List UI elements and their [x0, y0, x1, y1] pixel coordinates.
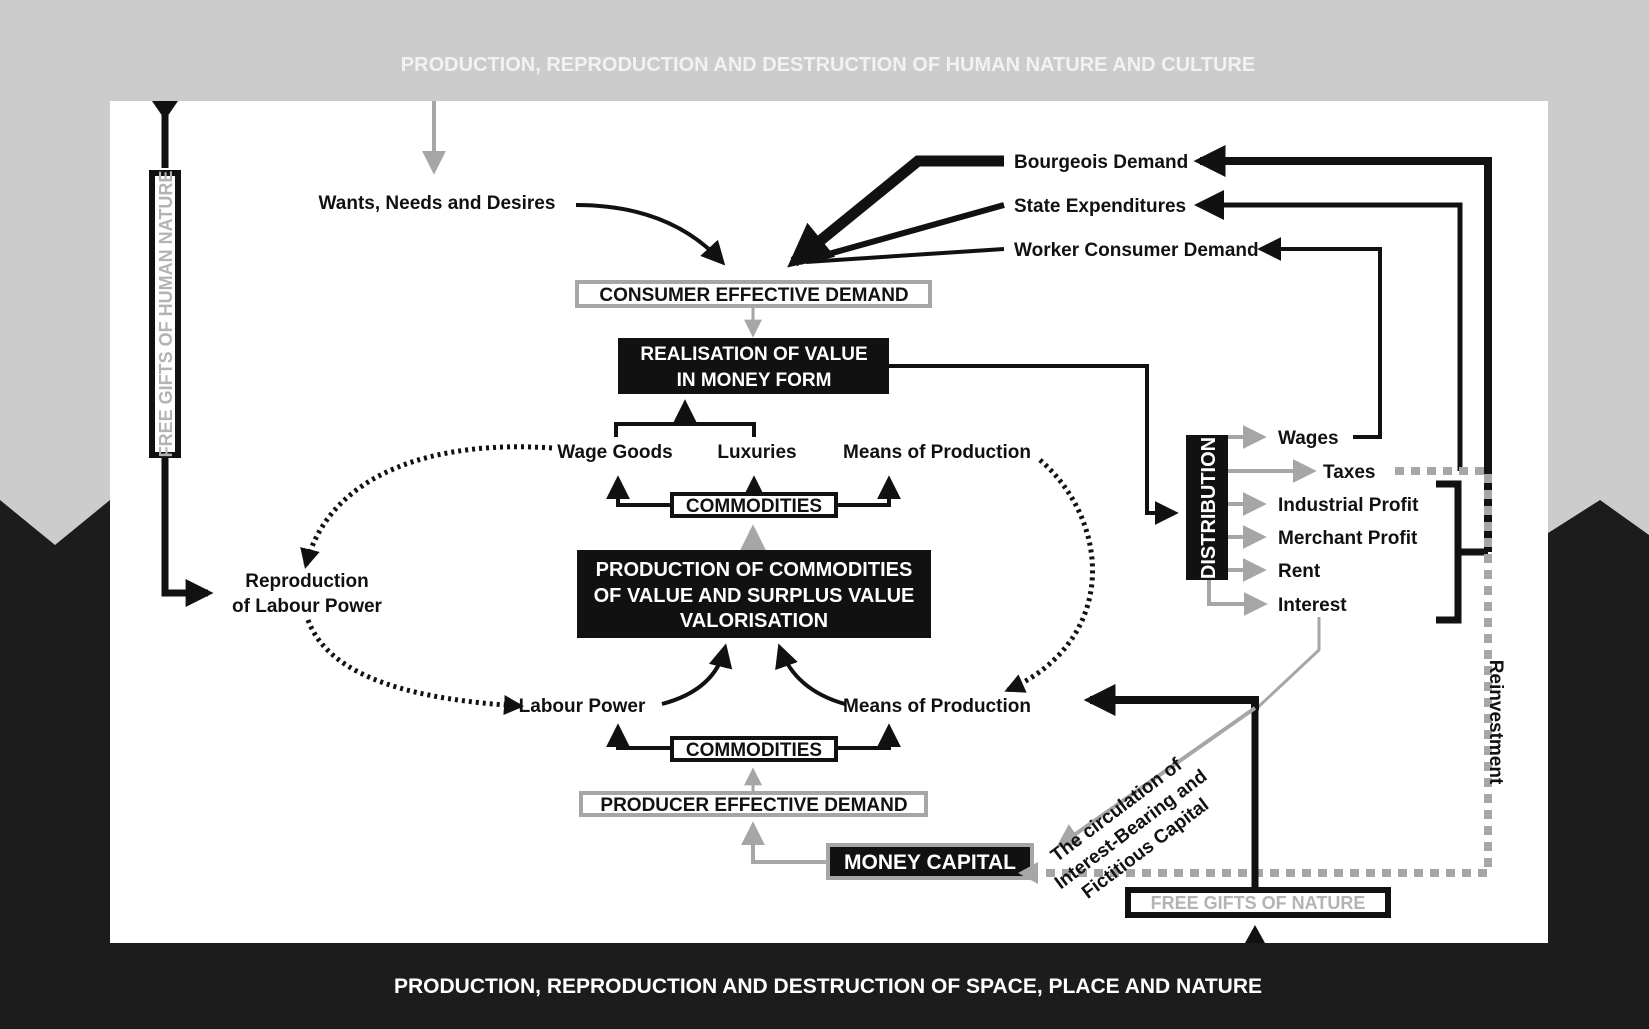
commodities-top-box: [670, 492, 838, 518]
production-line2: OF VALUE AND SURPLUS VALUE: [594, 585, 915, 607]
money-capital-label: MONEY CAPITAL: [844, 851, 1016, 874]
taxes-to-state-expenditures: [1194, 190, 1463, 471]
realisation-line2: IN MONEY FORM: [677, 370, 832, 391]
commodities-bottom-box: [670, 736, 838, 762]
wages-to-worker-demand: [1257, 237, 1382, 439]
state-to-consumer-line: [799, 202, 1005, 265]
interest-to-circulation-line: [1253, 617, 1321, 712]
dist-rent: Rent: [1278, 561, 1321, 582]
dist-taxes: Taxes: [1323, 462, 1375, 483]
commodities-to-labour-power: [606, 723, 672, 750]
labour-power-to-production: [661, 643, 733, 706]
bottom-band-title: PRODUCTION, REPRODUCTION AND DESTRUCTION…: [394, 975, 1262, 998]
dist-interest: Interest: [1278, 595, 1347, 616]
circulation-to-money-capital: [1056, 706, 1257, 848]
arrow-wants-to-demand: [575, 203, 726, 266]
distribution-label: DISTRIBUTION: [1198, 437, 1220, 579]
top-band-title: PRODUCTION, REPRODUCTION AND DESTRUCTION…: [401, 54, 1255, 76]
consumer-effective-demand-label: CONSUMER EFFECTIVE DEMAND: [599, 285, 908, 306]
reinvestment-arrowhead: [1018, 862, 1038, 884]
nature-feed-arrowhead: [1245, 925, 1265, 943]
money-capital-box: [826, 843, 1034, 880]
distribution-stem: [1207, 580, 1268, 616]
dotted-wage-goods-to-reproduction: [300, 444, 553, 569]
reproduction-line1: Reproduction: [245, 571, 369, 592]
wage-goods: Wage Goods: [557, 442, 672, 463]
means-to-production: [775, 643, 846, 706]
left-black-band: [0, 500, 110, 1029]
producer-effective-demand-label: PRODUCER EFFECTIVE DEMAND: [600, 795, 907, 816]
state-expenditures: State Expenditures: [1014, 196, 1186, 217]
free-gifts-human-inner: [155, 176, 175, 452]
money-capital-to-producer-demand: [741, 821, 828, 864]
dotted-means-top-to-means-bottom: [1004, 458, 1095, 693]
production-line3: VALORISATION: [680, 610, 828, 632]
wants-needs-desires: Wants, Needs and Desires: [319, 193, 556, 214]
realisation-line1: REALISATION OF VALUE: [640, 344, 867, 365]
arrow-to-reproduction: [161, 458, 214, 607]
means-of-production-top: Means of Production: [843, 442, 1031, 463]
means-of-production-bottom: Means of Production: [843, 696, 1031, 717]
commodities-top-label: COMMODITIES: [686, 496, 822, 517]
right-black-band: [1545, 500, 1649, 1029]
commodities-bottom-label: COMMODITIES: [686, 740, 822, 761]
realisation-to-distribution-arrow: [889, 364, 1179, 525]
free-gifts-nature-label: FREE GIFTS OF NATURE: [1151, 893, 1366, 913]
commodities-to-means-bottom: [836, 723, 901, 750]
free-gifts-human-label: FREE GIFTS OF HUMAN NATURE: [156, 171, 176, 458]
reinvestment-label: Reinvestment: [1485, 660, 1506, 785]
commodities-to-wage-goods: [606, 475, 672, 507]
dist-industrial-profit: Industrial Profit: [1278, 495, 1419, 516]
free-gifts-nature-box: [1125, 887, 1391, 918]
luxuries: Luxuries: [717, 442, 796, 463]
labour-power: Labour Power: [519, 696, 646, 717]
bourgeois-demand: Bourgeois Demand: [1014, 152, 1188, 173]
profits-to-bourgeois-demand: [1193, 145, 1492, 552]
producer-effective-demand-box: [579, 791, 928, 817]
worker-consumer-demand: Worker Consumer Demand: [1014, 240, 1259, 261]
distribution-box: [1186, 435, 1228, 580]
reproduction-line2: of Labour Power: [232, 596, 383, 617]
production-line1: PRODUCTION OF COMMODITIES: [596, 559, 913, 581]
reinvestment-dotted-path: [1040, 467, 1492, 877]
consumer-effective-demand-box: [575, 280, 932, 308]
realisation-box: [618, 338, 889, 394]
commodities-to-means-top: [836, 475, 901, 507]
dist-merchant-profit: Merchant Profit: [1278, 528, 1418, 549]
bottom-band: [0, 943, 1649, 1029]
bourgeois-to-consumer-arrow: [787, 155, 1004, 268]
worker-to-consumer-line: [805, 247, 1005, 264]
production-box: [577, 550, 931, 638]
dist-wages: Wages: [1278, 428, 1339, 449]
